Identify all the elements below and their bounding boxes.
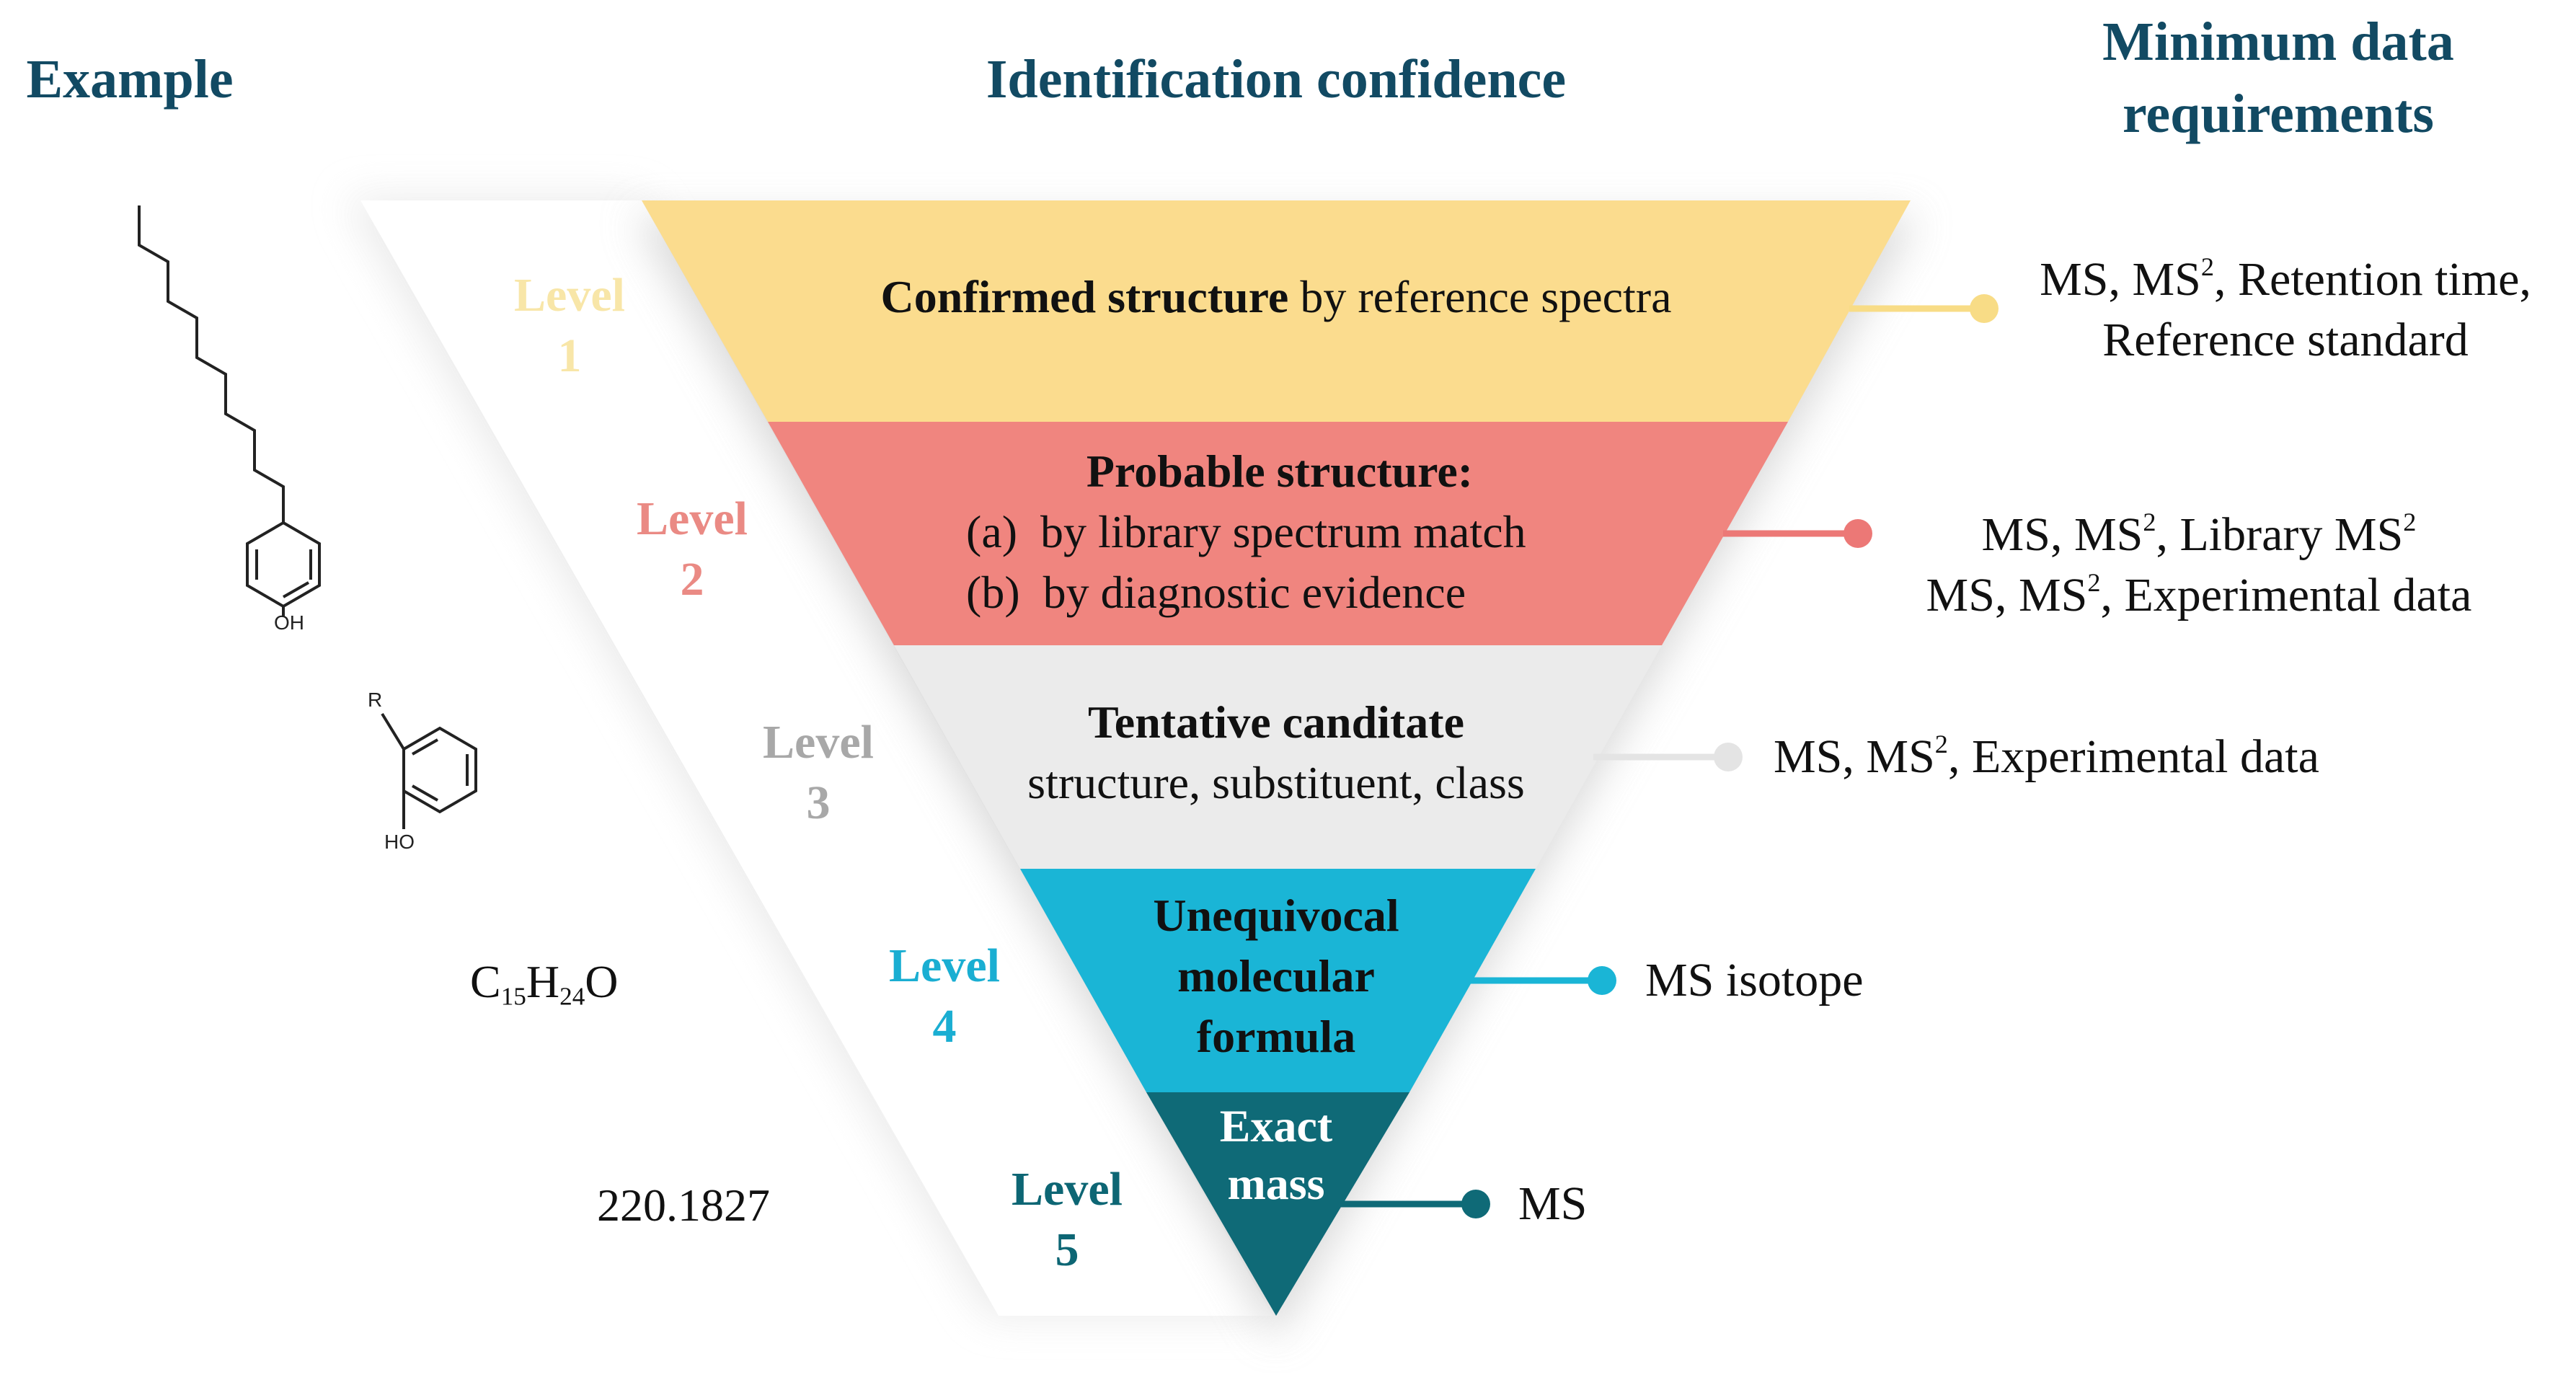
requirement-2-line-1: MS, MS2, Library MS2 xyxy=(1875,505,2523,565)
example-mass-value: 220.1827 xyxy=(597,1180,770,1231)
formula-o: O xyxy=(585,956,619,1007)
band-1-text: Confirmed structure by reference spectra xyxy=(793,267,1759,327)
connector-level-5 xyxy=(1341,1190,1490,1218)
formula-c-sub: 15 xyxy=(500,982,526,1011)
requirement-1-line-1: MS, MS2, Retention time, xyxy=(2004,249,2567,310)
header-requirements: Minimum data requirements xyxy=(2004,6,2552,150)
level-5-number: 5 xyxy=(1055,1224,1079,1276)
band-4-text: Unequivocal molecular formula xyxy=(1060,885,1492,1067)
band-2-text: Probable structure: (a) by library spect… xyxy=(829,441,1730,623)
band-5-line-1: Exact xyxy=(1219,1100,1333,1151)
level-1-number: 1 xyxy=(557,329,582,382)
band-4-line-3: formula xyxy=(1196,1011,1356,1062)
band-3-subtitle: structure, substituent, class xyxy=(1027,757,1525,808)
structure-2-oh-label: HO xyxy=(384,831,415,853)
side-wedge xyxy=(360,200,1272,1316)
structure-2-r-label: R xyxy=(368,689,382,711)
level-3-label: Level 3 xyxy=(725,712,912,833)
band-level-3 xyxy=(894,645,1662,869)
header-example-text: Example xyxy=(26,49,234,110)
requirement-1-line-1-b: , Retention time, xyxy=(2214,253,2531,306)
header-confidence-text: Identification confidence xyxy=(986,49,1567,110)
band-5-line-2: mass xyxy=(1227,1158,1325,1209)
requirement-3-sup: 2 xyxy=(1934,729,1948,758)
requirement-level-2: MS, MS2, Library MS2 MS, MS2, Experiment… xyxy=(1875,505,2523,626)
header-confidence: Identification confidence xyxy=(894,43,1658,115)
band-2-line-b: (b) by diagnostic evidence xyxy=(966,567,1466,618)
header-example: Example xyxy=(0,43,260,115)
band-level-1 xyxy=(642,200,1911,422)
level-5-word: Level xyxy=(1012,1163,1123,1216)
level-4-number: 4 xyxy=(932,1000,957,1053)
structure-substituted-phenol xyxy=(381,712,477,829)
level-3-number: 3 xyxy=(806,776,831,829)
requirement-level-1: MS, MS2, Retention time, Reference stand… xyxy=(2004,249,2567,371)
level-5-label: Level 5 xyxy=(973,1159,1161,1280)
requirement-4-text: MS isotope xyxy=(1645,954,1864,1006)
requirement-5-text: MS xyxy=(1518,1177,1588,1230)
requirement-3-b: , Experimental data xyxy=(1947,730,2319,783)
band-4-line-1: Unequivocal xyxy=(1153,890,1399,941)
connector-level-4 xyxy=(1467,966,1616,995)
level-2-label: Level 2 xyxy=(598,489,786,610)
requirement-1-line-2: Reference standard xyxy=(2102,314,2469,366)
band-level-2 xyxy=(768,422,1788,645)
band-4-line-2: molecular xyxy=(1177,950,1375,1001)
band-3-title: Tentative canditate xyxy=(1087,696,1465,748)
connector-level-1 xyxy=(1849,294,1999,323)
requirement-1-line-1-sup: 2 xyxy=(2200,252,2214,281)
requirement-level-3: MS, MS2, Experimental data xyxy=(1774,727,2319,787)
formula-h-sub: 24 xyxy=(559,982,585,1011)
requirement-1-line-1-a: MS, MS xyxy=(2040,253,2201,306)
requirement-level-4: MS isotope xyxy=(1645,950,1864,1011)
level-3-word: Level xyxy=(763,716,874,769)
level-4-word: Level xyxy=(889,939,1000,992)
formula-h: H xyxy=(526,956,560,1007)
band-2-title: Probable structure: xyxy=(1086,446,1474,497)
structure-1-oh-label: OH xyxy=(274,611,304,634)
example-mass: 220.1827 xyxy=(597,1177,770,1234)
level-1-word: Level xyxy=(514,269,625,322)
level-1-label: Level 1 xyxy=(476,265,663,386)
connector-level-3 xyxy=(1593,743,1743,771)
band-1-bold: Confirmed structure xyxy=(880,271,1289,322)
level-2-word: Level xyxy=(637,492,748,545)
formula-c: C xyxy=(470,956,501,1007)
connector-level-2 xyxy=(1723,519,1872,548)
requirement-3-line: MS, MS2, Experimental data xyxy=(1774,727,2319,787)
requirement-3-a: MS, MS xyxy=(1774,730,1935,783)
requirement-2-line-2-sup: 2 xyxy=(2087,567,2101,597)
requirement-2-line-2: MS, MS2, Experimental data xyxy=(1875,565,2523,626)
band-1-rest: by reference spectra xyxy=(1288,271,1672,322)
header-requirements-line-1: Minimum data xyxy=(2102,12,2454,72)
band-3-text: Tentative canditate structure, substitue… xyxy=(937,692,1615,813)
requirement-level-5: MS xyxy=(1518,1174,1587,1234)
structure-nonylphenol xyxy=(138,205,321,617)
band-level-4 xyxy=(1020,869,1536,1092)
requirement-2-line-1-a: MS, MS xyxy=(1981,508,2143,561)
example-formula: C15H24O xyxy=(470,953,619,1011)
level-4-label: Level 4 xyxy=(851,936,1038,1057)
header-requirements-line-2: requirements xyxy=(2122,84,2435,144)
requirement-2-line-2-b: , Experimental data xyxy=(2100,569,2472,621)
requirement-2-line-1-sup: 2 xyxy=(2143,507,2156,536)
band-2-line-a: (a) by library spectrum match xyxy=(966,506,1526,557)
level-2-number: 2 xyxy=(680,553,704,606)
band-level-5 xyxy=(1146,1092,1409,1316)
requirement-2-line-1-b: , Library MS xyxy=(2156,508,2404,561)
requirement-2-line-1-sup2: 2 xyxy=(2403,507,2417,536)
requirement-2-line-2-a: MS, MS xyxy=(1926,569,2088,621)
band-5-text: Exact mass xyxy=(1132,1097,1420,1213)
